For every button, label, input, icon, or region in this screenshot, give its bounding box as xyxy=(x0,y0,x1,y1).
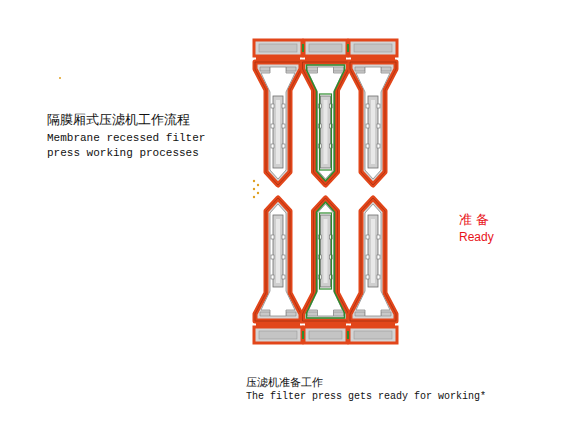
title-english: Membrane recessed filter press working p… xyxy=(47,131,219,161)
stage-label: 准 备 xyxy=(459,212,489,228)
lower-plate-row xyxy=(254,198,397,343)
title-text: 隔膜厢式压滤机工作流程 xyxy=(47,112,190,128)
caption-english: The filter press gets ready for working* xyxy=(246,391,486,403)
caption-text: 压滤机准备工作 xyxy=(246,376,323,389)
upper-plate-row xyxy=(254,40,397,185)
stage-label-english: Ready xyxy=(459,230,494,244)
